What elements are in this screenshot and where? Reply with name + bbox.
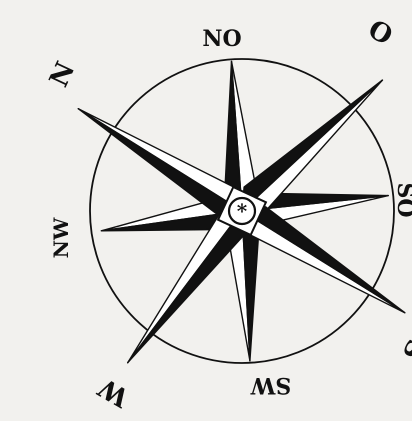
label-n: N bbox=[44, 58, 81, 92]
label-no: NO bbox=[202, 26, 241, 52]
label-w: W bbox=[93, 371, 135, 412]
point-w-dark-half bbox=[128, 211, 244, 363]
point-s-dark-half bbox=[242, 207, 405, 313]
center-asterisk-icon: * bbox=[237, 199, 248, 223]
label-so: SO bbox=[392, 182, 412, 217]
label-o: O bbox=[363, 14, 398, 51]
label-s: S bbox=[396, 335, 412, 365]
label-sw: SW bbox=[250, 372, 291, 398]
label-nw: NW bbox=[49, 217, 73, 258]
point-o-dark-half bbox=[242, 80, 382, 211]
point-n-dark-half bbox=[78, 109, 242, 216]
